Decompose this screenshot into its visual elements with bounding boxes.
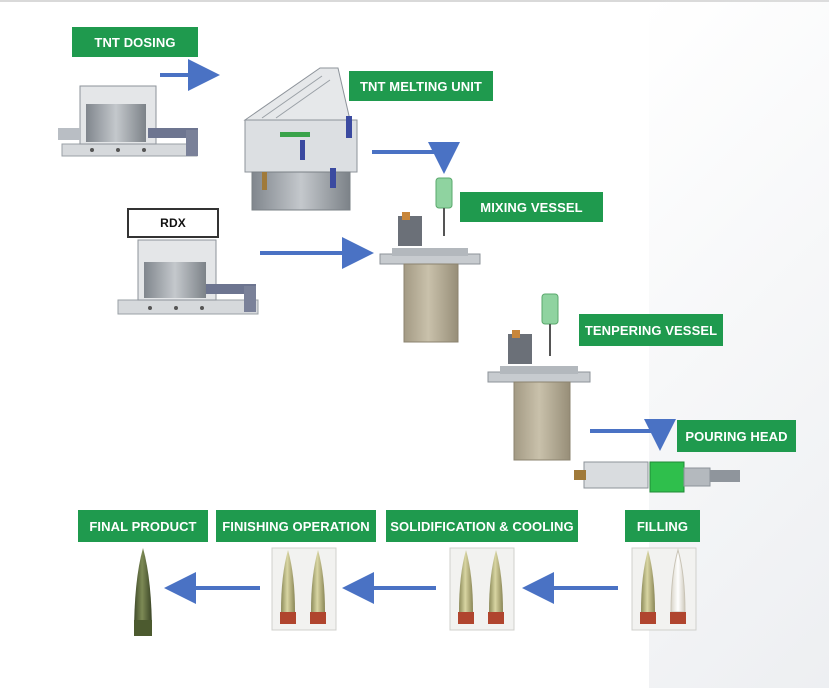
label-filling: FILLING	[625, 510, 700, 542]
label-pouring-head: POURING HEAD	[677, 420, 796, 452]
tempering-vessel	[487, 293, 591, 461]
finishing-shells	[271, 547, 337, 631]
label-solidification-cooling: SOLIDIFICATION & COOLING	[386, 510, 578, 542]
label-tempering-vessel: TENPERING VESSEL	[579, 314, 723, 346]
label-final-product: FINAL PRODUCT	[78, 510, 208, 542]
pouring-head	[574, 461, 740, 493]
label-finishing-operation: FINISHING OPERATION	[216, 510, 376, 542]
label-mixing-vessel: MIXING VESSEL	[460, 192, 603, 222]
tnt-dosing-machine	[58, 85, 198, 157]
arrow-melting-to-mixing	[372, 142, 460, 174]
filling-shells	[631, 547, 697, 631]
arrow-tempering-to-pouring	[590, 419, 676, 451]
solidification-shells	[449, 547, 515, 631]
final-product-shell	[134, 548, 152, 636]
label-rdx: RDX	[127, 208, 219, 238]
mixing-vessel	[379, 177, 481, 343]
tnt-melting-unit	[243, 67, 358, 211]
label-tnt-dosing: TNT DOSING	[72, 27, 198, 57]
top-border	[0, 0, 829, 2]
label-tnt-melting-unit: TNT MELTING UNIT	[349, 71, 493, 101]
rdx-dosing-machine	[117, 239, 259, 315]
